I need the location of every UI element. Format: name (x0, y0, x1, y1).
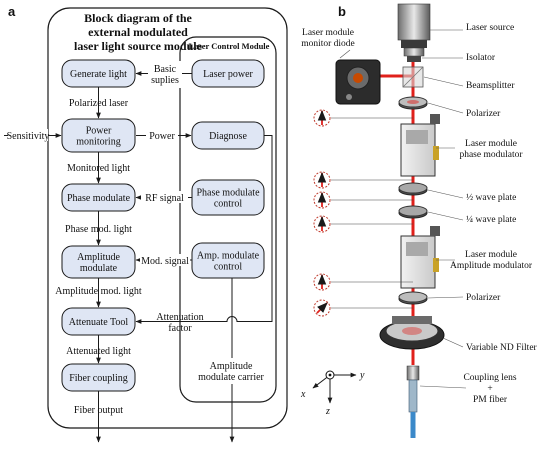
outer-module-frame (47, 7, 288, 429)
component-label-1: Isolator (466, 53, 496, 63)
half-wave-plate (398, 182, 428, 196)
title-line-1: Block diagram of the (84, 11, 192, 25)
axis-y-label: y (359, 370, 365, 381)
polarization-marker (313, 191, 413, 209)
box-diagnose: Diagnose (191, 121, 265, 150)
svg-text:Attenuate Tool: Attenuate Tool (69, 317, 129, 328)
title-line-3: laser light source module (74, 39, 203, 53)
component-label-2: Beamsplitter (466, 81, 515, 91)
leader-line (427, 211, 464, 221)
box-fiber-coupling: Fiber coupling (61, 363, 136, 392)
box-laser-power: Laser power (191, 59, 265, 88)
polarization-marker (313, 299, 413, 317)
flow-label-attenuated-light: Attenuated light (66, 346, 131, 357)
flow-label-phase-mod-light: Phase mod. light (65, 224, 132, 235)
component-label-8: Polarizer (466, 293, 501, 303)
leader-line (419, 385, 467, 389)
amplitude-modulator-device (400, 226, 440, 289)
connector-attenuation (135, 135, 273, 324)
flow-label-fiber-output: Fiber output (74, 405, 123, 416)
coupling-lens-fiber (406, 365, 420, 438)
leader-line (427, 189, 464, 199)
label-power: Power (149, 131, 175, 142)
label-mod-signal: Mod. signal (141, 256, 189, 267)
label-rf-signal: RF signal (145, 193, 184, 204)
polarization-marker (313, 273, 413, 291)
phase-modulator-device (400, 114, 440, 177)
svg-text:Laser power: Laser power (203, 69, 253, 80)
panel-a-label: a (8, 4, 16, 19)
component-label-5: ½ wave plate (466, 192, 516, 203)
svg-text:Generate light: Generate light (70, 69, 127, 80)
leader-line (427, 296, 464, 299)
svg-text:Fiber coupling: Fiber coupling (69, 373, 128, 384)
axis-z-label: z (325, 406, 330, 417)
component-label-0: Laser source (466, 23, 514, 33)
quarter-wave-plate (398, 205, 428, 219)
laser-source-device (397, 3, 431, 62)
polarization-markers (313, 109, 413, 317)
monitor-diode-device (335, 59, 381, 105)
title-line-2: external modulated (88, 25, 188, 39)
leader-line (442, 337, 464, 348)
polarization-marker (313, 171, 413, 189)
axes-icon: y x z (300, 370, 365, 417)
box-attenuate-tool: Attenuate Tool (61, 307, 136, 336)
beamsplitter-cube (402, 66, 424, 88)
leader-line (339, 49, 351, 59)
svg-text:Diagnose: Diagnose (209, 131, 247, 142)
component-label-6: ¼ wave plate (466, 215, 516, 225)
component-label-9: Variable ND Filter (466, 343, 538, 353)
panel-b-label: b (338, 4, 346, 19)
leader-line (423, 76, 464, 87)
axis-x-label: x (300, 389, 306, 400)
svg-text:Phase modulate: Phase modulate (67, 193, 131, 204)
label-sensitivity: Sensitivity (7, 131, 50, 142)
component-label-3: Polarizer (466, 109, 501, 119)
flow-label-monitored-light: Monitored light (67, 163, 130, 174)
control-module-title: Laser Control Module (189, 41, 270, 51)
polarizer-1 (398, 96, 428, 110)
control-module-frame (179, 36, 277, 403)
polarization-marker (313, 109, 413, 127)
leader-line (427, 102, 464, 114)
flow-label-polarized-laser: Polarized laser (69, 98, 129, 109)
component-label-10: Coupling lens+PM fiber (463, 373, 516, 405)
component-labels: Laser sourceIsolatorBeamsplitterPolarize… (301, 23, 537, 405)
box-phase-modulate: Phase modulate (61, 183, 136, 212)
polarizer-2 (398, 291, 428, 305)
box-generate-light: Generate light (61, 59, 136, 88)
flow-label-amplitude-mod-light: Amplitude mod. light (55, 286, 142, 297)
polarization-marker (313, 215, 413, 233)
nd-filter-device (379, 316, 445, 350)
